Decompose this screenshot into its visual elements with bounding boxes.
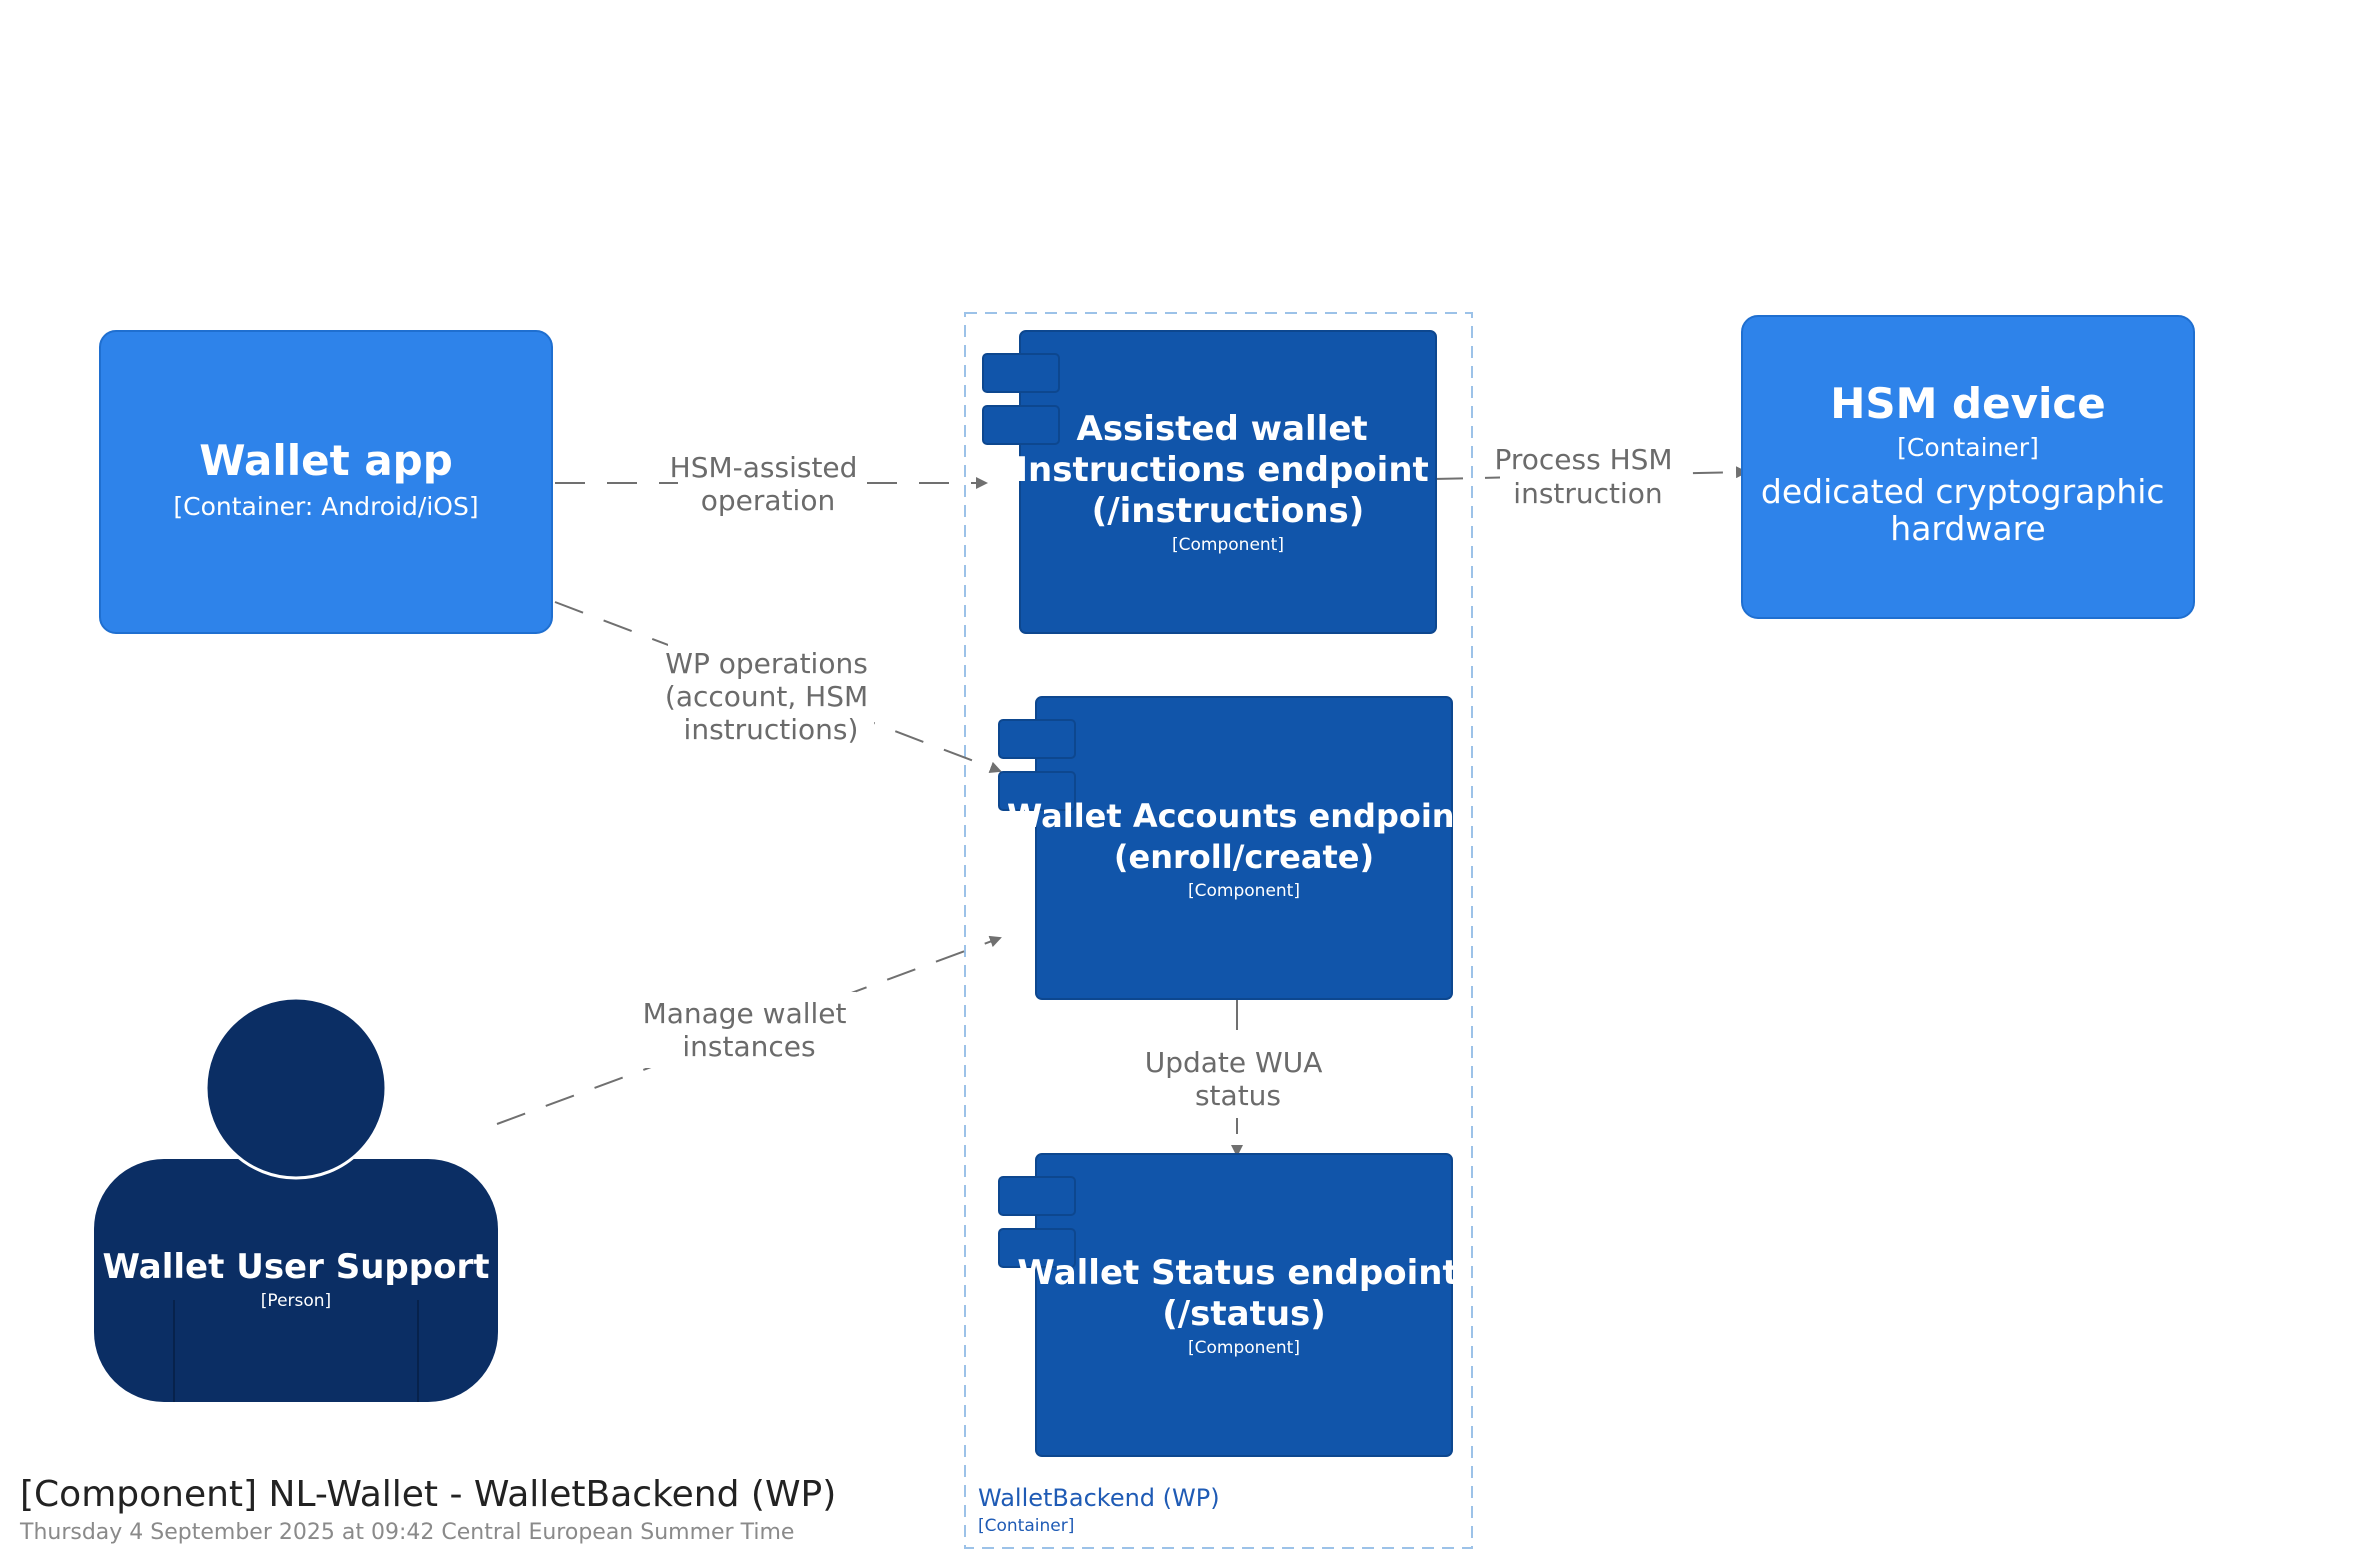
component-tab-icon — [998, 1228, 1076, 1268]
person-head — [204, 996, 388, 1180]
edge-wp-operations: WP operations (account, HSM instructions… — [554, 601, 1002, 774]
status-component-node[interactable]: Wallet Status endpoint (/status) [Compon… — [998, 1153, 1471, 1457]
edge-hsm-assisted-operation: HSM-assisted operation — [555, 444, 988, 522]
edge-label-wp-operations: WP operations (account, HSM instructions… — [665, 647, 877, 746]
status-component-type: [Component] — [1188, 1338, 1300, 1358]
wallet-user-support-title: Wallet User Support — [103, 1247, 490, 1287]
edge-label-manage-wallet: Manage wallet instances — [643, 997, 856, 1063]
edge-label-update-wua: Update WUA status — [1145, 1046, 1332, 1112]
accounts-component-box — [1035, 696, 1453, 1000]
component-tab-icon — [998, 771, 1076, 811]
edge-label-backdrop — [1500, 438, 1676, 516]
edge-label-backdrop — [1150, 1040, 1326, 1118]
accounts-component-type: [Component] — [1188, 881, 1300, 901]
edge-update-wua-status: Update WUA status — [1145, 1000, 1332, 1157]
hsm-device-node[interactable]: HSM device [Container] dedicated cryptog… — [1741, 315, 2195, 619]
accounts-component-node[interactable]: Wallet Accounts endpoint (enroll/create)… — [998, 696, 1481, 1000]
edge-label-process-hsm: Process HSM instruction — [1494, 443, 1681, 510]
wallet-app-node[interactable]: Wallet app [Container: Android/iOS] — [99, 330, 553, 634]
walletbackend-boundary — [964, 312, 1473, 1549]
component-tab-icon — [982, 353, 1060, 393]
wallet-app-type: [Container: Android/iOS] — [173, 492, 478, 521]
wallet-user-support-type: [Person] — [261, 1291, 331, 1311]
component-tab-icon — [998, 1176, 1076, 1216]
component-tab-icon — [982, 405, 1060, 445]
boundary-type: [Container] — [978, 1516, 1075, 1536]
edge-process-hsm-instruction: Process HSM instruction — [1432, 438, 1748, 516]
status-component-box — [1035, 1153, 1453, 1457]
instructions-component-node[interactable]: Assisted wallet Instructions endpoint (/… — [982, 330, 1441, 634]
edge-manage-wallet-instances: Manage wallet instances — [496, 935, 1002, 1125]
boundary-name: WalletBackend (WP) — [978, 1484, 1220, 1512]
wallet-user-support-node[interactable]: Wallet User Support [Person] — [94, 996, 498, 1402]
hsm-device-type: [Container] — [1897, 433, 2039, 462]
hsm-device-title: HSM device — [1830, 379, 2106, 428]
edge-label-backdrop — [678, 444, 858, 522]
hsm-device-description: dedicated cryptographic hardware — [1761, 472, 2175, 548]
edge-label-hsm-assisted: HSM-assisted operation — [670, 451, 867, 517]
diagram-date: Thursday 4 September 2025 at 09:42 Centr… — [20, 1520, 795, 1545]
edge-label-backdrop — [642, 992, 856, 1068]
wallet-app-title: Wallet app — [199, 436, 453, 485]
instructions-component-box — [1019, 330, 1437, 634]
person-body — [94, 1159, 498, 1402]
instructions-component-type: [Component] — [1172, 535, 1284, 555]
instructions-component-title: Assisted wallet Instructions endpoint (/… — [1015, 409, 1440, 531]
edge-wp-operations-line — [554, 601, 1002, 774]
diagram-title: [Component] NL-Wallet - WalletBackend (W… — [20, 1474, 837, 1515]
hsm-device-box — [1741, 315, 2195, 619]
accounts-component-title: Wallet Accounts endpoint (enroll/create) — [1007, 797, 1481, 876]
edge-label-backdrop — [668, 640, 874, 752]
status-component-title: Wallet Status endpoint (/status) — [1017, 1253, 1470, 1334]
component-tab-icon — [998, 719, 1076, 759]
wallet-app-box — [99, 330, 553, 634]
